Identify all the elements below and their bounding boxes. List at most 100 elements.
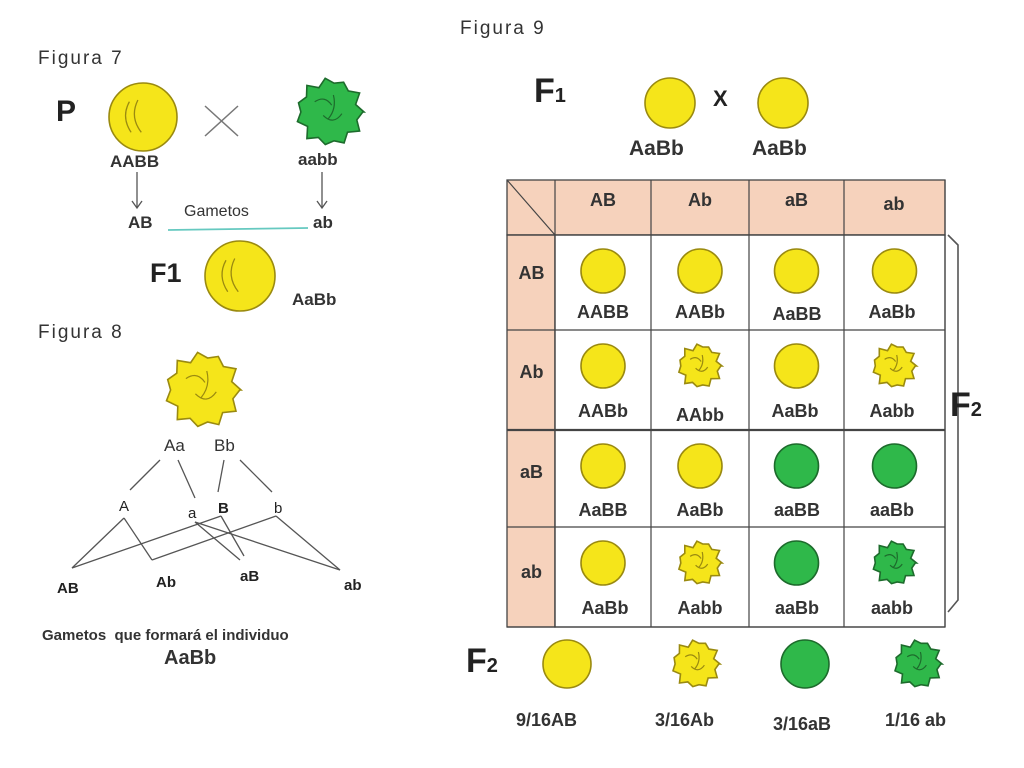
cell-r3-c1-seed — [677, 540, 725, 585]
parent1-seed — [108, 82, 178, 152]
cell-r2-c3-genotype: aaBb — [869, 500, 914, 520]
aabb-individual-seed — [165, 351, 244, 428]
line-B-AB — [71, 515, 222, 569]
cell-r2-c0-seed — [580, 443, 626, 489]
figure9-title: Figura 9 — [460, 18, 546, 39]
ratio-seed-2 — [780, 639, 830, 689]
cell-r0-c1-genotype: AABb — [675, 302, 725, 322]
ratio-3-16-aB: 3/16aB — [773, 714, 832, 734]
f1-parent2-genotype: AaBb — [752, 137, 807, 160]
cell-r1-c3-seed-wrinkles — [884, 354, 903, 372]
ratio-3-16-Ab: 3/16Ab — [655, 710, 715, 730]
ratio-seed-3 — [894, 639, 945, 688]
cell-r3-c1-genotype: Aabb — [677, 598, 723, 618]
cell-r1-c3-genotype: Aabb — [869, 401, 915, 421]
branch-Aa-A — [129, 459, 161, 491]
allele-a: a — [188, 505, 197, 522]
parent1-genotype: AABB — [110, 152, 160, 171]
cell-r0-c0-seed — [580, 248, 626, 294]
cell-r0-c2-seed — [773, 248, 820, 294]
row-header-Ab: Ab — [519, 362, 544, 382]
corner-diagonal — [506, 179, 556, 236]
cell-r2-c1-genotype: AaBb — [676, 500, 724, 520]
parent2-seed-wrinkles — [314, 94, 343, 121]
branch-Aa-a — [177, 459, 196, 499]
cell-r1-c1-seed-wrinkles — [689, 354, 709, 372]
f1-cross-label: F1 — [534, 72, 566, 110]
row-header-aB: aB — [519, 462, 543, 482]
cell-r3-c0-genotype: AaBb — [581, 598, 629, 618]
allele-B: B — [218, 500, 229, 517]
gamete2-label: ab — [313, 213, 333, 232]
cell-r3-c3-seed — [872, 540, 919, 585]
gamete8-aB: aB — [240, 568, 260, 585]
cross-symbol: X — [713, 86, 728, 111]
allele-pair-a: Aa — [164, 436, 185, 455]
column-header-Ab: Ab — [688, 190, 712, 210]
cell-r1-c0-genotype: AABb — [578, 401, 628, 421]
branch-Bb-B — [217, 459, 225, 493]
figure7-title: Figura 7 — [38, 48, 124, 69]
cell-r3-c3-genotype: aabb — [870, 598, 913, 618]
row-header-AB: AB — [518, 263, 545, 283]
ratio-seed-3-wrinkles — [906, 651, 927, 671]
f2-brace-label: F2 — [950, 386, 982, 424]
line-a-ab — [194, 521, 341, 571]
f1-parent1-genotype: AaBb — [629, 137, 684, 160]
f2-ratios-label: F2 — [466, 642, 498, 680]
row-header-ab: ab — [520, 562, 542, 582]
f2-brace — [947, 234, 959, 613]
line-B-aB — [220, 515, 245, 557]
line-A-Ab — [123, 517, 153, 561]
cell-r3-c3-seed-wrinkles — [884, 551, 903, 569]
arrow-parent1-gamete-head — [131, 200, 143, 210]
f1-parent2-seed — [757, 77, 809, 129]
column-header-aB: aB — [784, 190, 808, 210]
cell-r1-c2-genotype: AaBb — [771, 401, 819, 421]
parent1-seed-detail — [124, 99, 142, 133]
p-generation-label: P — [56, 95, 77, 128]
line-a-aB — [194, 521, 241, 561]
allele-A: A — [119, 498, 130, 515]
ratio-1-16-ab: 1/16 ab — [885, 710, 947, 730]
cell-r1-c0-seed — [580, 343, 626, 389]
cell-r0-c2-genotype: AaBB — [772, 304, 822, 324]
figure8-caption: Gametos que formará el individuo — [42, 627, 289, 644]
cell-r2-c1-seed — [677, 443, 723, 489]
gametes-label: Gametos — [184, 203, 249, 220]
cell-r0-c0-genotype: AABB — [577, 302, 629, 322]
figure8-caption-genotype: AaBb — [164, 647, 217, 669]
parent2-seed — [296, 77, 367, 146]
f1-seed-detail — [221, 258, 239, 293]
column-header-ab: ab — [883, 194, 905, 214]
cell-r3-c1-seed-wrinkles — [689, 551, 709, 569]
cell-r1-c1-seed — [677, 343, 725, 388]
gamete8-Ab: Ab — [156, 574, 176, 591]
figure8-title: Figura 8 — [38, 322, 124, 343]
cell-r0-c1-seed — [677, 248, 723, 294]
line-A-AB — [71, 517, 125, 569]
f1-genotype: AaBb — [292, 290, 337, 309]
cell-r3-c2-seed — [773, 540, 820, 586]
cell-r3-c2-genotype: aaBb — [774, 598, 819, 618]
column-header-AB: AB — [590, 190, 616, 210]
cell-r2-c3-seed — [871, 443, 918, 489]
allele-b: b — [274, 500, 283, 517]
allele-pair-b: Bb — [214, 436, 235, 455]
f1-label: F1 — [150, 258, 182, 288]
f1-seed — [204, 240, 276, 312]
gamete8-AB: AB — [57, 580, 79, 597]
ratio-seed-1 — [672, 639, 723, 688]
gamete8-ab: ab — [344, 577, 362, 594]
cell-r0-c3-seed — [871, 248, 918, 294]
gametes-union-line — [167, 227, 309, 231]
cell-r2-c2-genotype: aaBB — [773, 500, 821, 520]
cell-r2-c2-seed — [773, 443, 820, 489]
cell-r2-c0-genotype: AaBB — [578, 500, 628, 520]
line-b-ab — [275, 515, 341, 571]
branch-Bb-b — [239, 459, 273, 493]
cell-r0-c3-genotype: AaBb — [868, 302, 916, 322]
aabb-individual-seed-wrinkles — [185, 370, 217, 400]
ratio-9-16-AB: 9/16AB — [516, 710, 578, 730]
